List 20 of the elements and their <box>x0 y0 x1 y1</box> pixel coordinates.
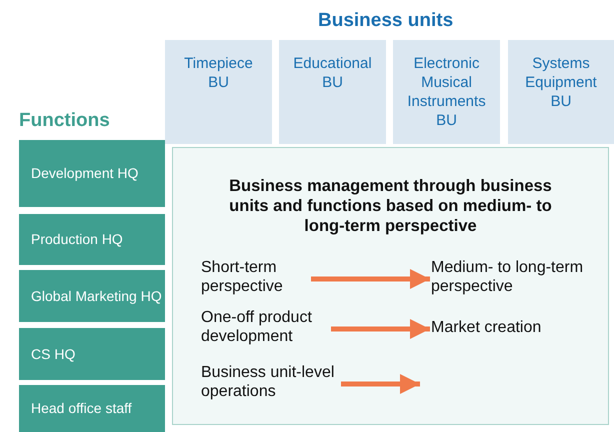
arrow <box>331 319 430 339</box>
column-header: Systems Equipment BU <box>508 40 614 144</box>
row-header: Development HQ <box>19 140 165 207</box>
heading: Functions <box>19 110 110 132</box>
text-item: Market creation <box>431 318 542 337</box>
arrow <box>311 269 430 289</box>
text-item: Short-term perspective <box>201 258 311 296</box>
arrow <box>341 374 420 394</box>
column-header: Electronic Musical Instruments BU <box>393 40 500 144</box>
row-header: Head office staff <box>19 385 165 432</box>
column-header: Educational BU <box>279 40 386 144</box>
row-header: CS HQ <box>19 328 165 380</box>
row-header: Production HQ <box>19 214 165 265</box>
text-item: Medium- to long-term perspective <box>431 258 591 296</box>
column-header: Timepiece BU <box>165 40 272 144</box>
heading: Business units <box>318 10 454 32</box>
text-item: One-off product development <box>201 308 331 346</box>
panel-heading: Business management through business units and functions based on medium- to long-term perspective <box>228 176 553 236</box>
text-item: Business unit-level operations <box>201 363 341 401</box>
row-header: Global Marketing HQ <box>19 270 165 322</box>
